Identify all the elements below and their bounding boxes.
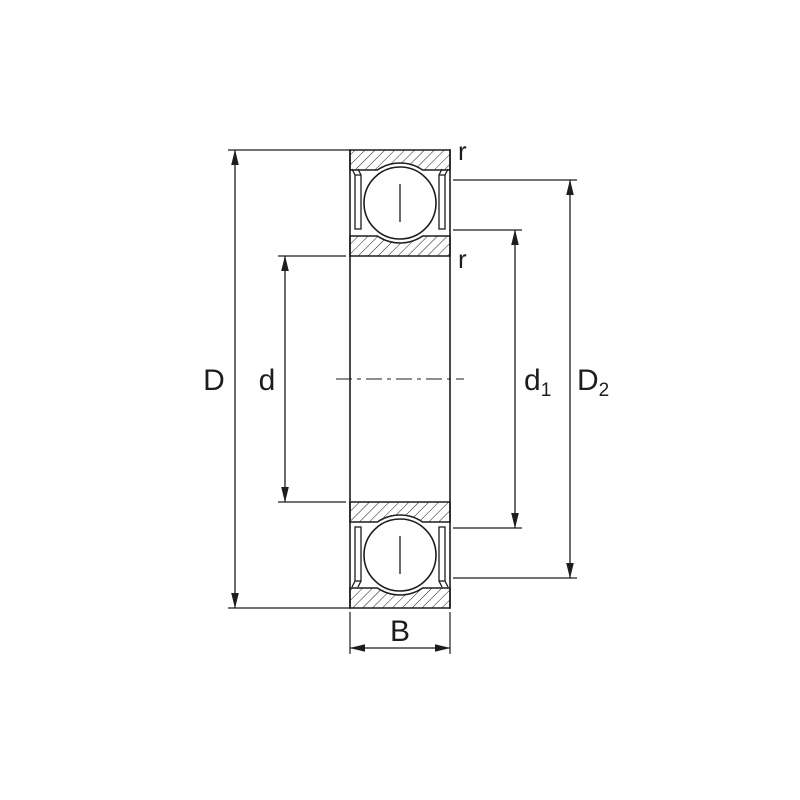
- dimension-D2-label-sub: 2: [599, 380, 610, 401]
- dimension-d1-label-main: d: [524, 364, 541, 397]
- dimension-D-label: D: [203, 364, 225, 397]
- shield-top-right-anchor: [438, 168, 449, 176]
- radius-label-top: r: [458, 136, 467, 166]
- shield-top-left: [354, 174, 362, 230]
- dimension-d: d: [259, 255, 346, 503]
- outer-ring-bottom-section: [349, 587, 451, 609]
- shield-bottom-left-anchor: [351, 580, 362, 588]
- dimension-D2-label: D2: [577, 364, 609, 401]
- inner-ring-bottom-section: [349, 501, 451, 523]
- drawing: D d d1 D2 B r: [203, 136, 609, 654]
- dimension-D2-label-main: D: [577, 364, 599, 397]
- shield-bottom-right: [438, 526, 446, 582]
- dimension-d1-label: d1: [524, 364, 551, 401]
- shield-bottom-right-anchor: [438, 580, 449, 588]
- dimension-B: B: [349, 612, 451, 654]
- shield-top-right: [438, 174, 446, 230]
- dimension-D: D: [203, 149, 350, 609]
- dimension-B-label: B: [390, 615, 410, 648]
- outer-ring-top-section: [349, 149, 451, 171]
- inner-ring-top-section: [349, 235, 451, 257]
- dimension-d1-label-sub: 1: [541, 380, 552, 401]
- radius-label-bore: r: [458, 244, 467, 274]
- dimension-d-label: d: [259, 364, 276, 397]
- bearing-cross-section: [336, 149, 464, 609]
- shield-top-left-anchor: [351, 168, 362, 176]
- dimension-d1: d1: [453, 229, 551, 529]
- shield-bottom-left: [354, 526, 362, 582]
- dimension-D2: D2: [453, 179, 609, 579]
